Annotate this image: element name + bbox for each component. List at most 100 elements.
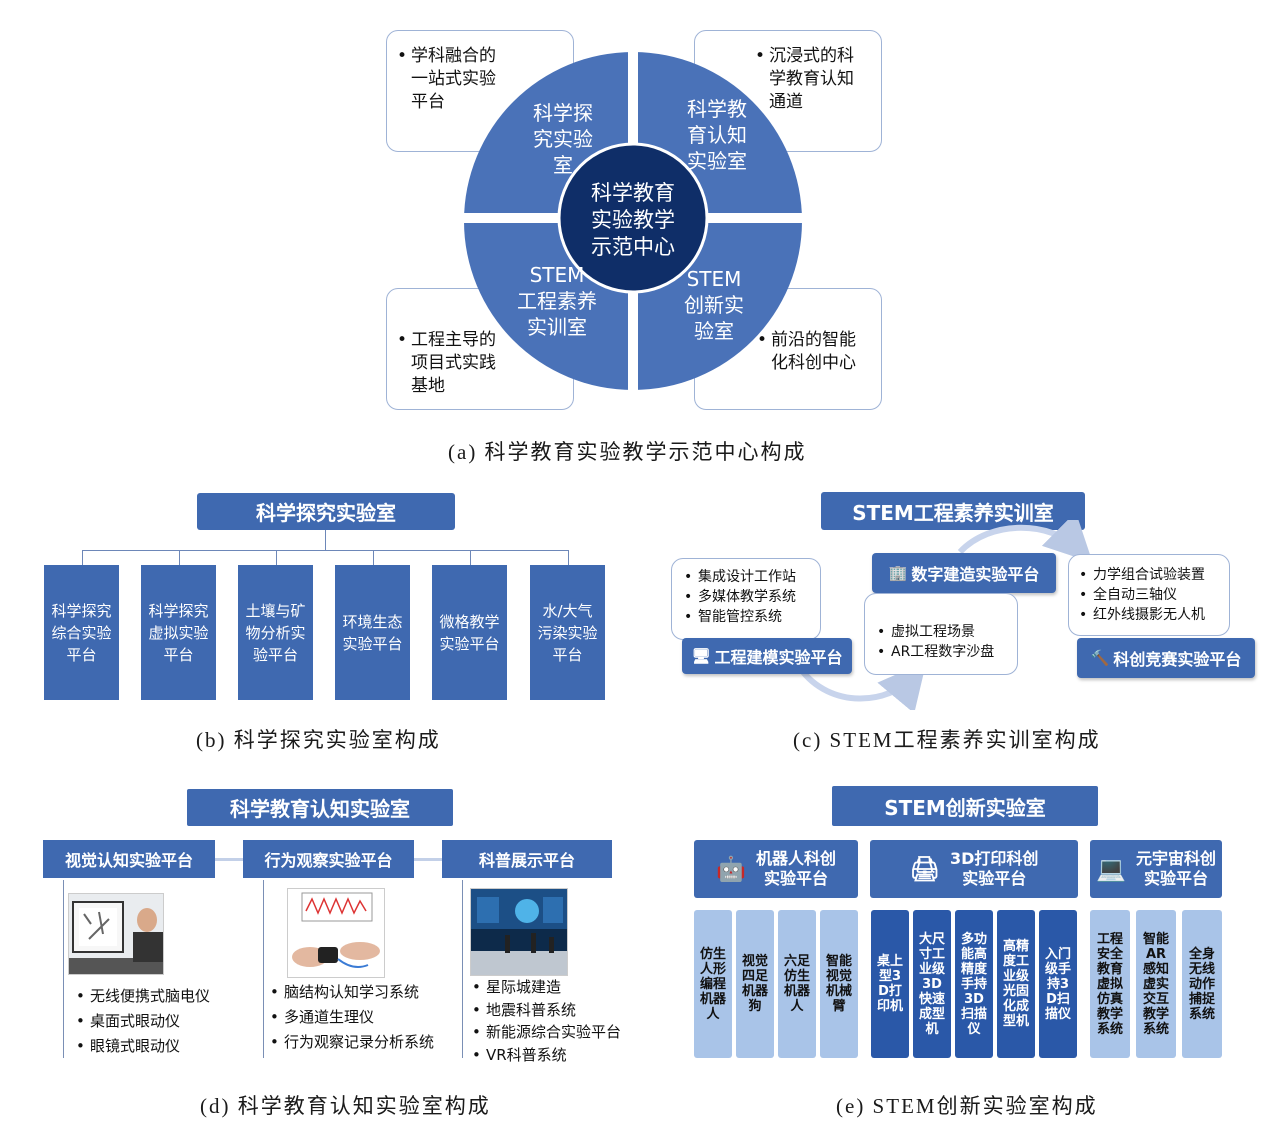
d-tab-visual: 视觉认知实验平台 (43, 840, 215, 878)
e-print-item: 高精度工业级光固化成型机 (997, 910, 1035, 1058)
callout-text: 学教育认知 (769, 69, 854, 89)
d-science-item: VR科普系统 (472, 1044, 621, 1067)
c-modeling-item: 智能管控系统 (684, 607, 796, 627)
d-column-divider (462, 880, 463, 1058)
caption-a: (a) 科学教育实验教学示范中心构成 (448, 440, 807, 464)
callout-text: 通道 (769, 92, 803, 112)
b-connector-drop (276, 550, 277, 565)
c-modeling-platform: 🖥工程建模实验平台 (682, 638, 852, 674)
callout-text: 一站式实验 (411, 69, 496, 89)
c-digital-box: 虚拟工程场景 AR工程数字沙盘 (864, 593, 1018, 675)
c-modeling-box: 集成设计工作站 多媒体教学系统 智能管控系统 (671, 558, 821, 640)
callout-text: 工程主导的 (411, 330, 496, 350)
laptop-icon: 💻 (1096, 855, 1126, 883)
e-print-item: 入门级手持3D扫描仪 (1039, 910, 1077, 1058)
b-platform: 土壤与矿物分析实验平台 (238, 565, 313, 700)
b-platform: 科学探究综合实验平台 (44, 565, 119, 700)
c-digital-item: AR工程数字沙盘 (877, 642, 994, 662)
b-connector-drop (373, 550, 374, 565)
e-robot-item: 视觉四足机器狗 (736, 910, 774, 1058)
e-print-item: 桌上型3D打印机 (871, 910, 909, 1058)
science-exhibit-photo (470, 888, 568, 976)
d-connector (414, 858, 442, 861)
b-platform: 微格教学实验平台 (432, 565, 507, 700)
physiology-device-photo (287, 888, 385, 978)
callout-text: 化科创中心 (771, 353, 856, 373)
d-visual-item: 桌面式眼动仪 (76, 1009, 210, 1034)
d-science-item: 地震科普系统 (472, 999, 621, 1022)
d-behavior-item: 行为观察记录分析系统 (270, 1030, 434, 1055)
d-science-item: 星际城建造 (472, 976, 621, 999)
e-meta-item: 工程安全教育虚拟仿真教学系统 (1090, 910, 1130, 1058)
b-connector-horizontal (82, 550, 568, 551)
d-visual-list: 无线便携式脑电仪 桌面式眼动仪 眼镜式眼动仪 (76, 984, 210, 1059)
caption-d: (d) 科学教育认知实验室构成 (200, 1094, 491, 1118)
e-print-item: 多功能高精度手持3D扫描仪 (955, 910, 993, 1058)
callout-text: 前沿的智能 (771, 330, 856, 350)
d-behavior-item: 多通道生理仪 (270, 1005, 434, 1030)
e-meta-item: 智能AR感知虚实交互教学系统 (1136, 910, 1176, 1058)
robot-icon: 🤖 (716, 855, 746, 883)
c-competition-item: 红外线摄影无人机 (1079, 605, 1205, 625)
c-modeling-item: 集成设计工作站 (684, 567, 796, 587)
b-platform: 环境生态实验平台 (335, 565, 410, 700)
d-tab-science: 科普展示平台 (442, 840, 612, 878)
c-competition-box: 力学组合试验装置 全自动三轴仪 红外线摄影无人机 (1068, 554, 1230, 636)
c-competition-item: 力学组合试验装置 (1079, 565, 1205, 585)
c-digital-platform: 🏢数字建造实验平台 (872, 553, 1056, 593)
d-visual-item: 眼镜式眼动仪 (76, 1034, 210, 1059)
caption-b: (b) 科学探究实验室构成 (196, 728, 441, 752)
e-head-robot: 🤖 机器人科创实验平台 (694, 840, 858, 898)
d-behavior-list: 脑结构认知学习系统 多通道生理仪 行为观察记录分析系统 (270, 980, 434, 1055)
b-platform: 科学探究虚拟实验平台 (141, 565, 216, 700)
c-competition-item: 全自动三轴仪 (1079, 585, 1205, 605)
quadrant-circle (462, 50, 804, 392)
c-title: STEM工程素养实训室 (821, 492, 1085, 530)
printer-icon: 🖨 (909, 855, 941, 883)
e-robot-item: 智能视觉机械臂 (820, 910, 858, 1058)
d-column-divider (263, 880, 264, 1058)
caption-e: (e) STEM创新实验室构成 (836, 1094, 1098, 1118)
b-connector-vertical (325, 530, 326, 550)
caption-c: (c) STEM工程素养实训室构成 (793, 728, 1101, 752)
b-platform: 水/大气污染实验平台 (530, 565, 605, 700)
callout-text: 学科融合的 (411, 46, 496, 66)
b-connector-drop (82, 550, 83, 565)
c-modeling-item: 多媒体教学系统 (684, 587, 796, 607)
e-robot-item: 六足仿生机器人 (778, 910, 816, 1058)
d-visual-item: 无线便携式脑电仪 (76, 984, 210, 1009)
b-connector-drop (568, 550, 569, 565)
c-competition-platform: 🔨科创竞赛实验平台 (1077, 638, 1255, 678)
e-head-metaverse: 💻 元宇宙科创实验平台 (1090, 840, 1222, 898)
d-science-item: 新能源综合实验平台 (472, 1021, 621, 1044)
b-connector-drop (470, 550, 471, 565)
d-tab-behavior: 行为观察实验平台 (243, 840, 414, 878)
e-title: STEM创新实验室 (832, 786, 1098, 826)
center-label: 科学教育实验教学示范中心 (591, 181, 675, 259)
b-connector-drop (179, 550, 180, 565)
hammer-icon: 🔨 (1090, 649, 1110, 667)
e-robot-item: 仿生人形编程机器人 (694, 910, 732, 1058)
e-head-3d-print: 🖨 3D打印科创实验平台 (870, 840, 1078, 898)
building-icon: 🏢 (888, 564, 908, 582)
d-behavior-item: 脑结构认知学习系统 (270, 980, 434, 1005)
wedge-top-left: 科学探究实验室 (533, 101, 593, 177)
wedge-top-right: 科学教育认知实验室 (687, 97, 747, 173)
e-print-item: 大尺寸工业级3D快速成型机 (913, 910, 951, 1058)
d-column-divider (63, 880, 64, 1058)
d-science-list: 星际城建造 地震科普系统 新能源综合实验平台 VR科普系统 (472, 976, 621, 1066)
c-digital-item: 虚拟工程场景 (877, 622, 994, 642)
d-connector (215, 858, 243, 861)
d-title: 科学教育认知实验室 (187, 789, 453, 826)
callout-text: 基地 (411, 376, 445, 396)
c-flow-arrows (797, 520, 1093, 710)
callout-text: 平台 (411, 92, 445, 112)
b-title: 科学探究实验室 (197, 493, 455, 530)
callout-text: 沉浸式的科 (769, 46, 854, 66)
callout-text: 项目式实践 (411, 353, 496, 373)
workstation-icon: 🖥 (691, 647, 711, 665)
eye-tracking-photo (68, 893, 164, 975)
e-meta-item: 全身无线动作捕捉系统 (1182, 910, 1222, 1058)
